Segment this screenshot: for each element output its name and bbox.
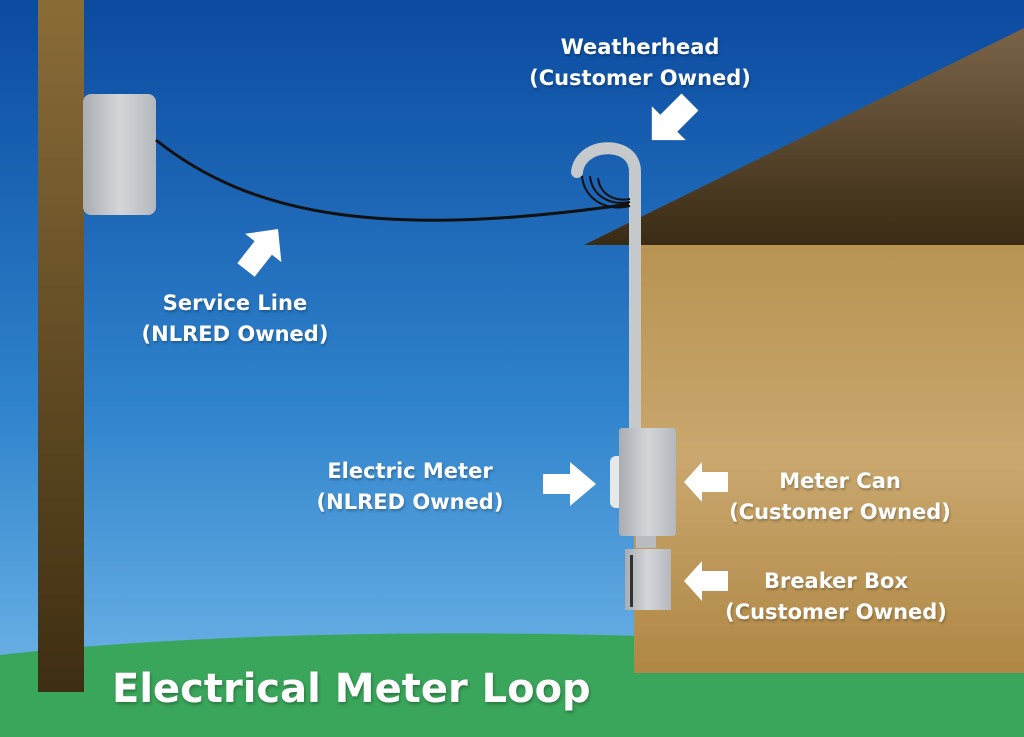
- weatherhead-mast: [629, 180, 641, 430]
- electric-meter-label: Electric Meter (NLRED Owned): [316, 459, 504, 514]
- electric-meter-arrow: [543, 462, 596, 506]
- weatherhead-hook: [571, 142, 641, 206]
- service-line-label: Service Line (NLRED Owned): [141, 291, 329, 346]
- utility-pole: [38, 0, 84, 692]
- service-line-wire: [155, 138, 631, 222]
- breaker-box-arrow: [684, 561, 728, 601]
- weatherhead-arrow: [651, 93, 699, 141]
- meter-can-arrow: [684, 462, 728, 502]
- meter-can-box: [619, 428, 676, 536]
- weatherhead-label: Weatherhead (Customer Owned): [529, 35, 751, 90]
- diagram-title: Electrical Meter Loop: [112, 666, 591, 712]
- breaker-box-label: Breaker Box (Customer Owned): [725, 569, 947, 624]
- service-line-arrow: [237, 229, 282, 277]
- house-wall: [634, 245, 1024, 673]
- pole-transformer: [83, 94, 156, 215]
- house-roof: [584, 28, 1024, 245]
- meter-can-label: Meter Can (Customer Owned): [729, 469, 951, 524]
